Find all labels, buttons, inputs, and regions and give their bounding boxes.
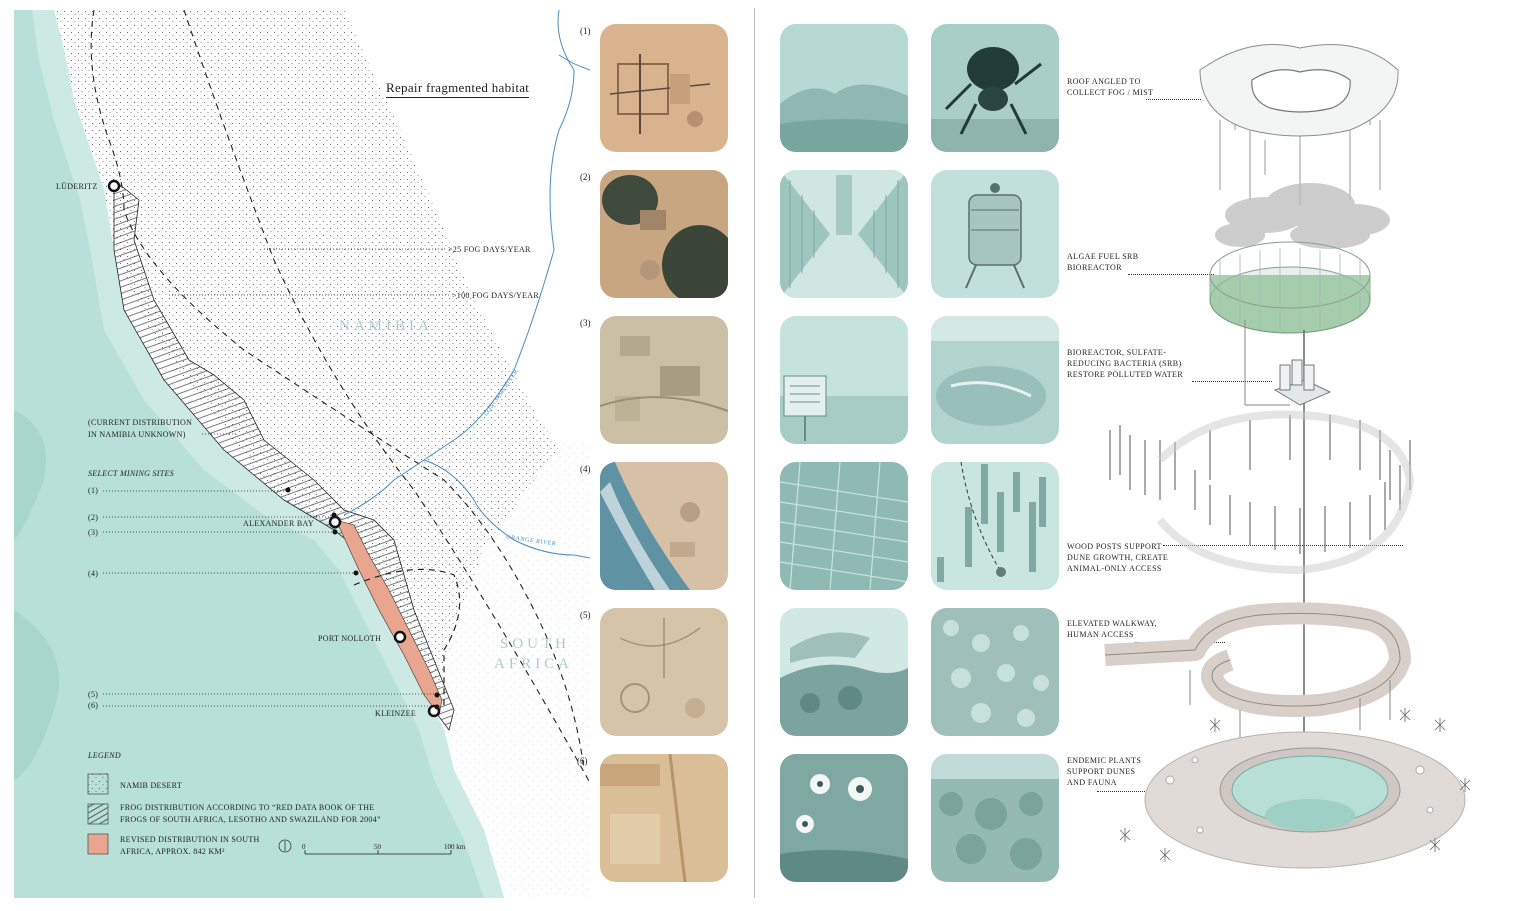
country-africa: AFRICA	[494, 656, 574, 672]
sat-label-2: (2)	[580, 172, 591, 182]
photo-dune-fence	[780, 462, 908, 590]
country-namibia: NAMIBIA	[339, 318, 433, 334]
town-port-nolloth	[393, 630, 407, 644]
current-distribution-line1: (CURRENT DISTRIBUTION	[88, 418, 193, 427]
sea	[14, 10, 504, 898]
srb-bioreactor	[1273, 359, 1332, 406]
sat-label-1: (1)	[580, 26, 591, 36]
legend-revised-line2: AFRICA, APPROX. 842 KM²	[120, 847, 225, 856]
roof-layer	[1199, 43, 1399, 205]
fog-cloud	[1215, 183, 1390, 249]
town-alexander-bay	[328, 515, 342, 529]
succulent-rock-icon	[780, 608, 908, 736]
country-south: SOUTH	[500, 636, 571, 652]
legend-heading: LEGEND	[88, 751, 121, 760]
scale-100: 100 km	[444, 843, 466, 851]
current-distribution-line2: IN NAMIBIA UNKNOWN)	[88, 430, 186, 439]
sat-label-5: (5)	[580, 610, 591, 620]
conchab-river	[343, 10, 575, 516]
sat-label-4: (4)	[580, 464, 591, 474]
leader-endemic	[1097, 791, 1187, 792]
shrubland-icon	[931, 754, 1059, 882]
photo-greenhouse-corridor	[780, 170, 908, 298]
orange-river	[423, 459, 590, 559]
fog-label-100: >100 FOG DAYS/YEAR	[452, 291, 539, 300]
satellite-image-3	[600, 316, 728, 444]
annotation-walkway: ELEVATED WALKWAY,HUMAN ACCESS	[1067, 619, 1158, 639]
legend-namib: NAMIB DESERT	[120, 781, 183, 790]
leader-srb	[1192, 381, 1272, 382]
dune-fence-icon	[780, 462, 908, 590]
mining-site-4: (4)	[88, 569, 99, 578]
satellite-image-6	[600, 754, 728, 882]
polluted-pond-icon	[931, 316, 1059, 444]
mining-site-3: (3)	[88, 528, 99, 537]
photo-wood-posts	[931, 462, 1059, 590]
leader-wood-posts	[1163, 545, 1403, 546]
revised-distribution	[335, 519, 443, 716]
mining-site-1: (1)	[88, 486, 99, 495]
landscape-base	[1119, 708, 1471, 869]
fog-label-25: >25 FOG DAYS/YEAR	[448, 245, 531, 254]
place-luderitz: LÜDERITZ	[56, 182, 98, 191]
misty-mountains-icon	[780, 24, 908, 152]
town-luderitz	[107, 179, 121, 193]
scale-50: 50	[374, 843, 381, 851]
photo-succulent-rock	[780, 608, 908, 736]
satellite-image-5	[600, 608, 728, 736]
algae-ring	[1209, 241, 1371, 334]
wood-posts-field	[1109, 415, 1411, 554]
warning-sign-icon	[780, 316, 908, 444]
sat-label-6: (6)	[577, 756, 588, 766]
bioreactor-tank-icon	[931, 170, 1059, 298]
greenhouse-corridor-icon	[780, 170, 908, 298]
succulent-closeup-icon	[931, 608, 1059, 736]
walkway-ring	[1104, 602, 1411, 745]
legend-revised-line1: REVISED DISTRIBUTION IN SOUTH	[120, 835, 260, 844]
photo-fog-beetle	[931, 24, 1059, 152]
legend-frog-line2: FROGS OF SOUTH AFRICA, LESOTHO AND SWAZI…	[120, 815, 381, 824]
panel-divider	[754, 8, 755, 898]
daisy-flowers-icon	[780, 754, 908, 882]
photo-polluted-pond	[931, 316, 1059, 444]
fog-line-100	[90, 10, 585, 771]
wood-posts-icon	[931, 462, 1059, 590]
legend-frog-line1: FROG DISTRIBUTION ACCORDING TO “RED DATA…	[120, 803, 375, 812]
photo-misty-mountains	[780, 24, 908, 152]
sat-label-3: (3)	[580, 318, 591, 328]
place-kleinzee: KLEINZEE	[375, 709, 417, 718]
satellite-image-4	[600, 462, 728, 590]
habitat-map	[14, 10, 590, 898]
mining-site-2: (2)	[88, 513, 99, 522]
page-title: Repair fragmented habitat	[386, 80, 530, 98]
exploded-axonometric	[1104, 43, 1471, 869]
photo-warning-sign	[780, 316, 908, 444]
place-port-nolloth: PORT NOLLOTH	[318, 634, 382, 643]
photo-daisy-flowers	[780, 754, 908, 882]
photo-bioreactor-tank	[931, 170, 1059, 298]
satellite-image-2	[600, 170, 728, 298]
fog-line-25	[183, 10, 590, 784]
photo-shrubland	[931, 754, 1059, 882]
leader-roof	[1146, 99, 1201, 100]
annotation-srb: BIOREACTOR, SULFATE-REDUCING BACTERIA (S…	[1067, 348, 1184, 379]
namib-desert	[54, 10, 559, 730]
scale-0: 0	[302, 843, 306, 851]
leader-algae	[1128, 274, 1214, 275]
fog-beetle-icon	[931, 24, 1059, 152]
photo-succulent-closeup	[931, 608, 1059, 736]
coastal-strip	[32, 10, 504, 898]
satellite-image-1	[600, 24, 728, 152]
mining-site-6: (6)	[88, 701, 99, 710]
mining-site-5: (5)	[88, 690, 99, 699]
place-alexander-bay: ALEXANDER BAY	[243, 519, 314, 528]
mining-heading: SELECT MINING SITES	[88, 469, 175, 478]
